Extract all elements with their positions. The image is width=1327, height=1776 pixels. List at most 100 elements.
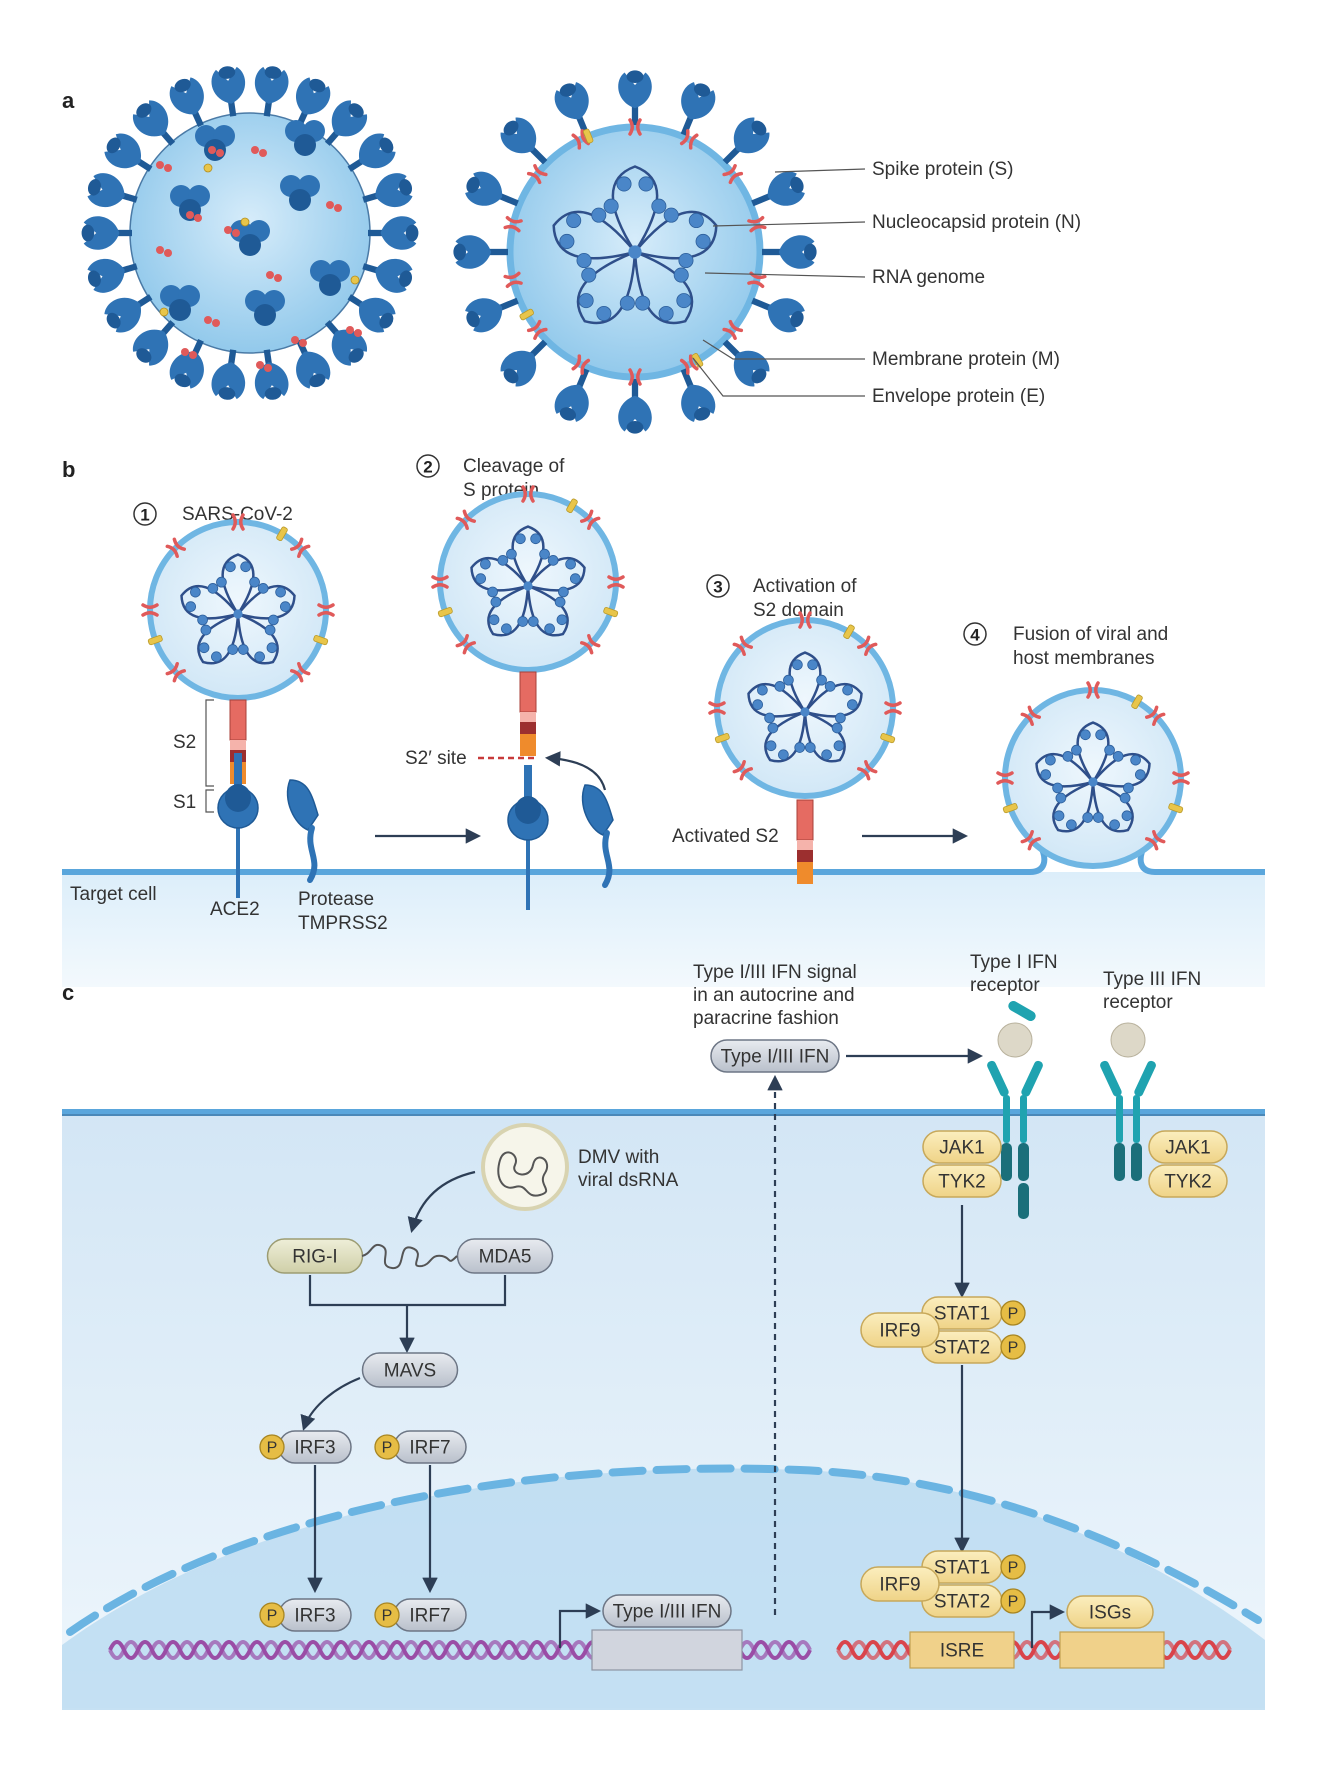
membrane-protein-icon xyxy=(996,771,1014,785)
stat1-pill-label: STAT1 xyxy=(934,1558,990,1579)
rna-strand xyxy=(552,210,636,260)
phosphate-badge: P xyxy=(1000,1554,1026,1580)
membrane-protein-icon xyxy=(141,603,159,617)
membrane-protein-icon xyxy=(1020,705,1042,727)
step-title-line: SARS-CoV-2 xyxy=(182,504,293,525)
s2-label: S2 xyxy=(173,732,196,753)
nucleocapsid-protein-dot xyxy=(559,233,575,249)
membrane-protein-icon xyxy=(732,635,754,657)
protease-anchor xyxy=(307,825,318,883)
panel-label-c: c xyxy=(62,980,74,1005)
spike-protein-icon xyxy=(500,117,548,165)
membrane-protein-dot xyxy=(212,319,220,327)
structure-label: Spike protein (S) xyxy=(872,159,1014,180)
nucleocapsid-protein-dot xyxy=(651,198,667,214)
mavs-to-irf-arrow xyxy=(300,1376,361,1431)
type-i-receptor-label-line: receptor xyxy=(970,975,1040,996)
membrane-protein-dot xyxy=(274,274,282,282)
nucleocapsid-protein-dot xyxy=(539,548,550,560)
membrane-protein-icon xyxy=(455,509,477,531)
nucleocapsid-protein-dot xyxy=(1080,729,1091,741)
rna-strand xyxy=(788,651,822,713)
envelope-protein-dot xyxy=(159,307,169,317)
nucleocapsid-protein-dot xyxy=(792,659,803,671)
nucleocapsid-protein-dot xyxy=(821,749,832,761)
membrane-protein-icon xyxy=(679,129,699,150)
irf7-nuclear-pill-label: IRF7 xyxy=(409,1606,450,1627)
sars-cov-2-virion xyxy=(996,681,1190,869)
step-title-line: Cleavage of xyxy=(463,456,565,477)
membrane-protein-dot xyxy=(164,164,172,172)
dmv-icon xyxy=(481,1123,569,1211)
step-title-line: host membranes xyxy=(1013,648,1155,669)
membrane-protein-dot xyxy=(266,271,274,279)
ifn-signal-note-line: in an autocrine and xyxy=(693,985,855,1006)
envelope-protein-icon xyxy=(276,526,288,542)
isg-gene-box xyxy=(1059,1631,1165,1669)
host-cell-membrane xyxy=(62,1109,1265,1115)
envelope-protein-dot xyxy=(350,275,360,285)
nucleocapsid-protein-dot xyxy=(596,305,612,322)
nucleocapsid-protein-dot xyxy=(1109,819,1120,831)
nucleocapsid-protein-dot xyxy=(673,267,689,283)
mda5-pill-label: MDA5 xyxy=(479,1247,532,1268)
rna-strand xyxy=(1092,752,1151,788)
nucleocapsid-protein-dot xyxy=(638,176,654,192)
ifn-signal-note-line: Type I/III IFN signal xyxy=(693,962,857,983)
mavs-pill-shape xyxy=(361,1352,459,1388)
nucleocapsid-protein-dot xyxy=(237,644,249,655)
spike-protein-icon xyxy=(368,216,419,250)
envelope-protein-icon xyxy=(1002,803,1018,814)
ifn-signal-note-line: paracrine fashion xyxy=(693,1008,839,1029)
tyk2-pill-label: TYK2 xyxy=(938,1172,986,1193)
nucleocapsid-protein-dot xyxy=(1112,751,1124,762)
envelope-protein-dot xyxy=(240,217,250,227)
membrane-protein-icon xyxy=(628,118,642,136)
nucleocapsid-protein-dot xyxy=(185,601,197,612)
rna-genome-with-nucleocapsid xyxy=(470,525,586,637)
nucleocapsid-protein-dot xyxy=(663,207,679,223)
nucleocapsid-protein-dot xyxy=(1092,812,1104,823)
membrane-protein-icon xyxy=(747,216,767,233)
membrane-protein-icon xyxy=(607,575,625,589)
spike-protein-icon xyxy=(465,171,519,207)
nucleocapsid-protein-dot xyxy=(211,651,222,663)
spike-protein-icon xyxy=(722,117,770,165)
spike-trimer-top-view xyxy=(280,175,320,211)
ace2-label: ACE2 xyxy=(210,899,260,920)
rna-strand xyxy=(633,250,694,325)
membrane-protein-icon xyxy=(679,354,699,375)
membrane-protein-icon xyxy=(503,271,523,288)
spike-protein-icon xyxy=(618,70,652,125)
type-i-iii-ifn-gene-pill-label: Type I/III IFN xyxy=(613,1602,722,1623)
stat1-pill-label: STAT1 xyxy=(934,1304,990,1325)
receptor-cyto xyxy=(1001,1143,1012,1181)
nucleocapsid-protein-dot xyxy=(544,623,555,635)
rna-genome-with-nucleocapsid xyxy=(180,553,296,665)
nucleocapsid-protein-dot xyxy=(676,293,692,309)
membrane-protein-icon xyxy=(289,537,311,559)
membrane-protein-dot xyxy=(208,146,216,154)
step-number: 2 xyxy=(423,458,432,477)
membrane-protein-icon xyxy=(526,164,548,185)
mda5-pill-shape xyxy=(456,1238,554,1274)
receptor-arm xyxy=(1008,1001,1036,1021)
nucleocapsid-protein-dot xyxy=(475,573,487,584)
nucleocapsid-protein-dot xyxy=(581,267,597,283)
tmprss2-protease xyxy=(286,779,319,883)
phosphate-badge: P xyxy=(1000,1334,1026,1360)
phosphate-badge: P xyxy=(1000,1588,1026,1614)
irf9-pill-shape xyxy=(860,1566,940,1602)
spike-protein-icon xyxy=(104,133,153,172)
ace2-stem xyxy=(526,820,530,910)
nucleocapsid-protein-dot xyxy=(678,253,694,269)
s2-domain-stalk xyxy=(796,799,814,884)
s2-bracket xyxy=(205,699,214,787)
full-virion-illustration xyxy=(81,66,419,400)
structure-label: Envelope protein (E) xyxy=(872,386,1045,407)
panel-label-b: b xyxy=(62,457,75,482)
receptor-arm xyxy=(987,1060,1009,1097)
